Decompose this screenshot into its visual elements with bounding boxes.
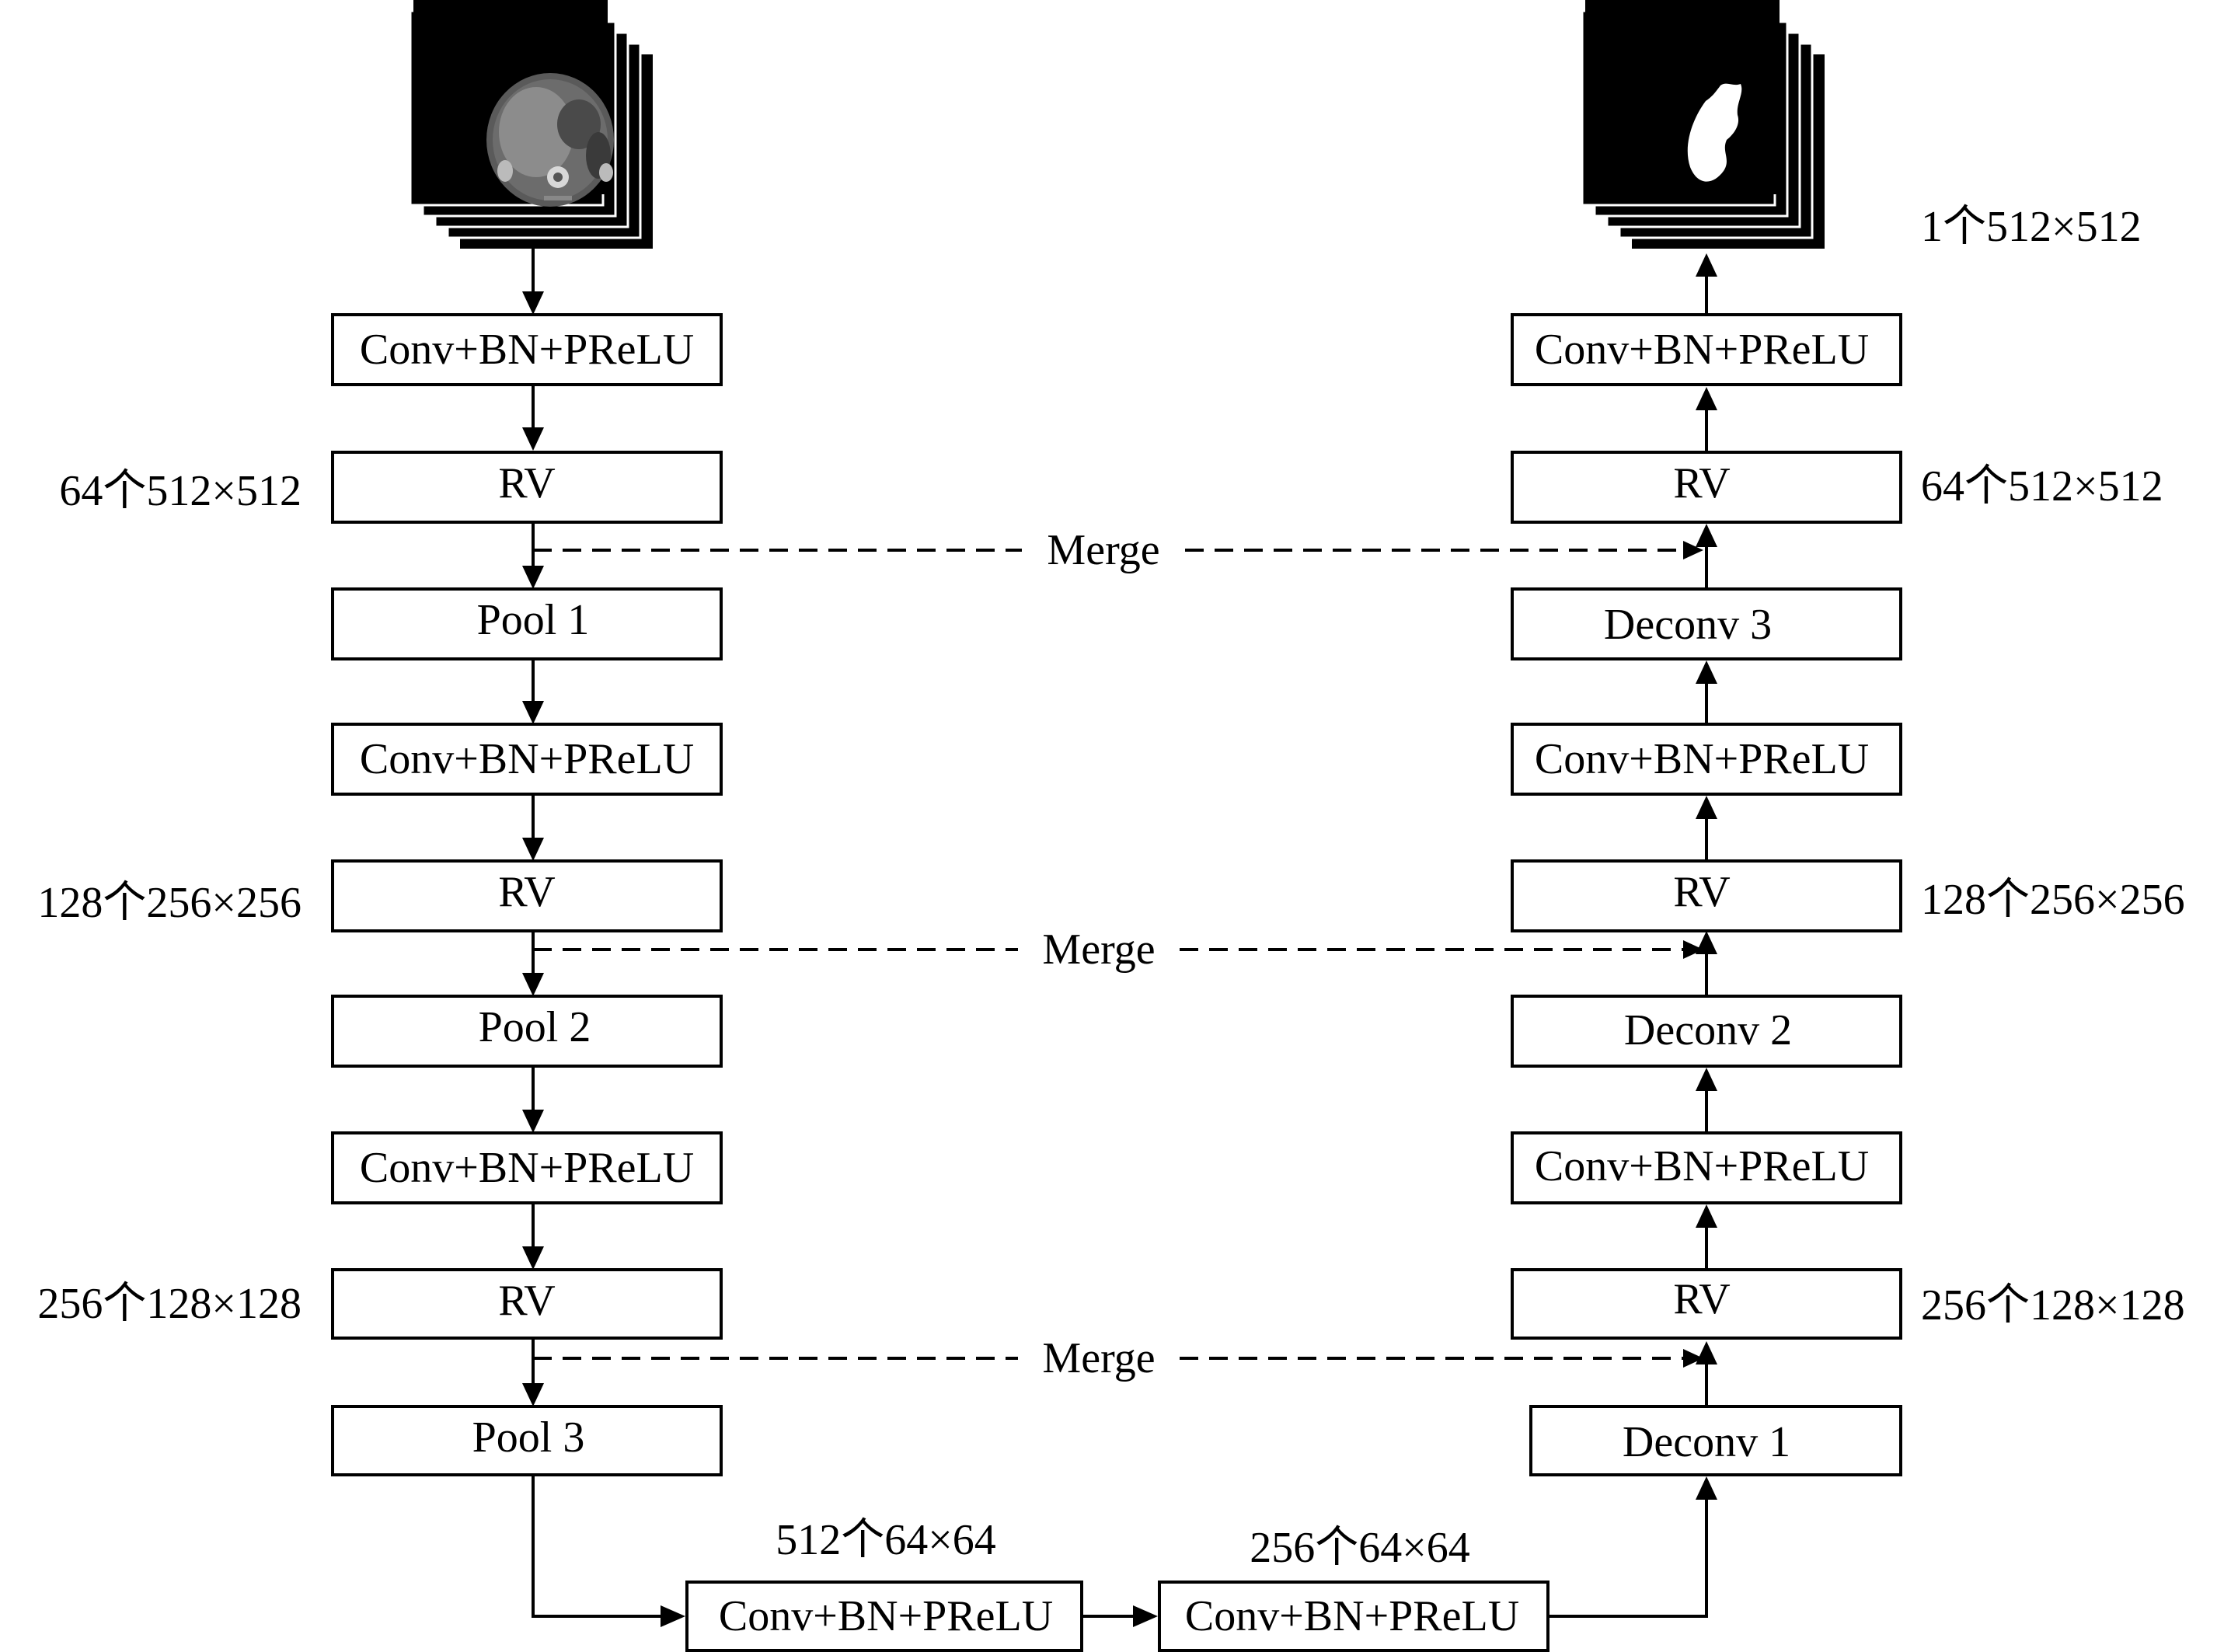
encoder-column: Conv+BN+PReLU RV Pool 1 Conv+BN+PReLU RV… bbox=[331, 313, 723, 1476]
encoder-pool-3: Pool 3 bbox=[331, 1405, 723, 1476]
decoder-rv-1: RV bbox=[1511, 1268, 1902, 1340]
bottleneck-connectors bbox=[532, 1475, 1717, 1627]
svg-text:Pool 1: Pool 1 bbox=[477, 596, 590, 644]
output-mask-stack bbox=[1581, 0, 1825, 249]
decoder-rv-2: RV bbox=[1511, 859, 1902, 932]
svg-text:RV: RV bbox=[1673, 1275, 1730, 1323]
svg-text:Conv+BN+PReLU: Conv+BN+PReLU bbox=[360, 1144, 694, 1192]
svg-text:Conv+BN+PReLU: Conv+BN+PReLU bbox=[360, 326, 694, 374]
encoder-rv-3: RV bbox=[331, 1268, 723, 1340]
bottleneck: Conv+BN+PReLU Conv+BN+PReLU bbox=[685, 1581, 1549, 1652]
decoder-deconv-3: Deconv 3 bbox=[1511, 587, 1902, 660]
bottleneck-size-2: 256个64×64 bbox=[1250, 1524, 1470, 1572]
decoder-size-2: 128个256×256 bbox=[1921, 876, 2185, 924]
svg-text:RV: RV bbox=[1673, 459, 1730, 507]
merge-label-3: Merge bbox=[1042, 1334, 1155, 1382]
svg-text:Deconv 3: Deconv 3 bbox=[1604, 601, 1772, 649]
decoder-column: Conv+BN+PReLU RV Deconv 3 Conv+BN+PReLU … bbox=[1511, 313, 1902, 1476]
svg-text:RV: RV bbox=[498, 459, 555, 507]
decoder-arrows bbox=[1696, 253, 1717, 1406]
bottleneck-conv-2: Conv+BN+PReLU bbox=[1158, 1581, 1549, 1652]
encoder-size-1: 64个512×512 bbox=[59, 467, 302, 515]
input-ct-stack bbox=[409, 0, 653, 249]
decoder-deconv-1: Deconv 1 bbox=[1529, 1405, 1902, 1476]
size-labels: 64个512×512 128个256×256 256个128×128 1个512… bbox=[37, 203, 2184, 1572]
merge-label-2: Merge bbox=[1042, 925, 1155, 974]
svg-text:Conv+BN+PReLU: Conv+BN+PReLU bbox=[1185, 1592, 1519, 1640]
svg-text:Deconv 1: Deconv 1 bbox=[1623, 1418, 1790, 1466]
svg-text:Deconv 2: Deconv 2 bbox=[1624, 1006, 1792, 1054]
merge-label-1: Merge bbox=[1047, 526, 1159, 574]
svg-text:Pool 3: Pool 3 bbox=[472, 1413, 585, 1462]
ct-slice-image bbox=[486, 73, 614, 207]
liver-mask-shape bbox=[1687, 83, 1742, 182]
svg-text:RV: RV bbox=[1673, 868, 1730, 916]
encoder-pool-1: Pool 1 bbox=[331, 587, 723, 660]
encoder-size-2: 128个256×256 bbox=[37, 879, 302, 927]
svg-text:Conv+BN+PReLU: Conv+BN+PReLU bbox=[1535, 735, 1869, 783]
decoder-conv-final: Conv+BN+PReLU bbox=[1511, 313, 1902, 386]
svg-text:RV: RV bbox=[498, 1277, 555, 1325]
bottleneck-conv-1: Conv+BN+PReLU bbox=[685, 1581, 1083, 1652]
svg-text:Conv+BN+PReLU: Conv+BN+PReLU bbox=[360, 735, 694, 783]
svg-text:RV: RV bbox=[498, 868, 555, 916]
decoder-rv-3: RV bbox=[1511, 451, 1902, 524]
decoder-conv-2: Conv+BN+PReLU bbox=[1511, 723, 1902, 796]
encoder-conv-2: Conv+BN+PReLU bbox=[331, 723, 723, 796]
encoder-pool-2: Pool 2 bbox=[331, 995, 723, 1068]
decoder-conv-1: Conv+BN+PReLU bbox=[1511, 1131, 1902, 1204]
decoder-size-1: 64个512×512 bbox=[1921, 462, 2163, 511]
encoder-rv-2: RV bbox=[331, 859, 723, 932]
merge-connections: Merge Merge Merge bbox=[533, 526, 1703, 1382]
decoder-deconv-2: Deconv 2 bbox=[1511, 995, 1902, 1068]
decoder-size-output: 1个512×512 bbox=[1921, 203, 2142, 251]
svg-text:Conv+BN+PReLU: Conv+BN+PReLU bbox=[719, 1592, 1053, 1640]
bottleneck-size-1: 512个64×64 bbox=[776, 1516, 996, 1564]
encoder-conv-1: Conv+BN+PReLU bbox=[331, 313, 723, 386]
encoder-size-3: 256个128×128 bbox=[37, 1280, 302, 1328]
encoder-arrows bbox=[522, 247, 544, 1406]
decoder-size-3: 256个128×128 bbox=[1921, 1281, 2185, 1330]
encoder-conv-3: Conv+BN+PReLU bbox=[331, 1131, 723, 1204]
svg-text:Pool 2: Pool 2 bbox=[479, 1003, 591, 1051]
encoder-rv-1: RV bbox=[331, 451, 723, 524]
svg-text:Conv+BN+PReLU: Conv+BN+PReLU bbox=[1535, 1142, 1869, 1190]
svg-text:Conv+BN+PReLU: Conv+BN+PReLU bbox=[1535, 326, 1869, 374]
